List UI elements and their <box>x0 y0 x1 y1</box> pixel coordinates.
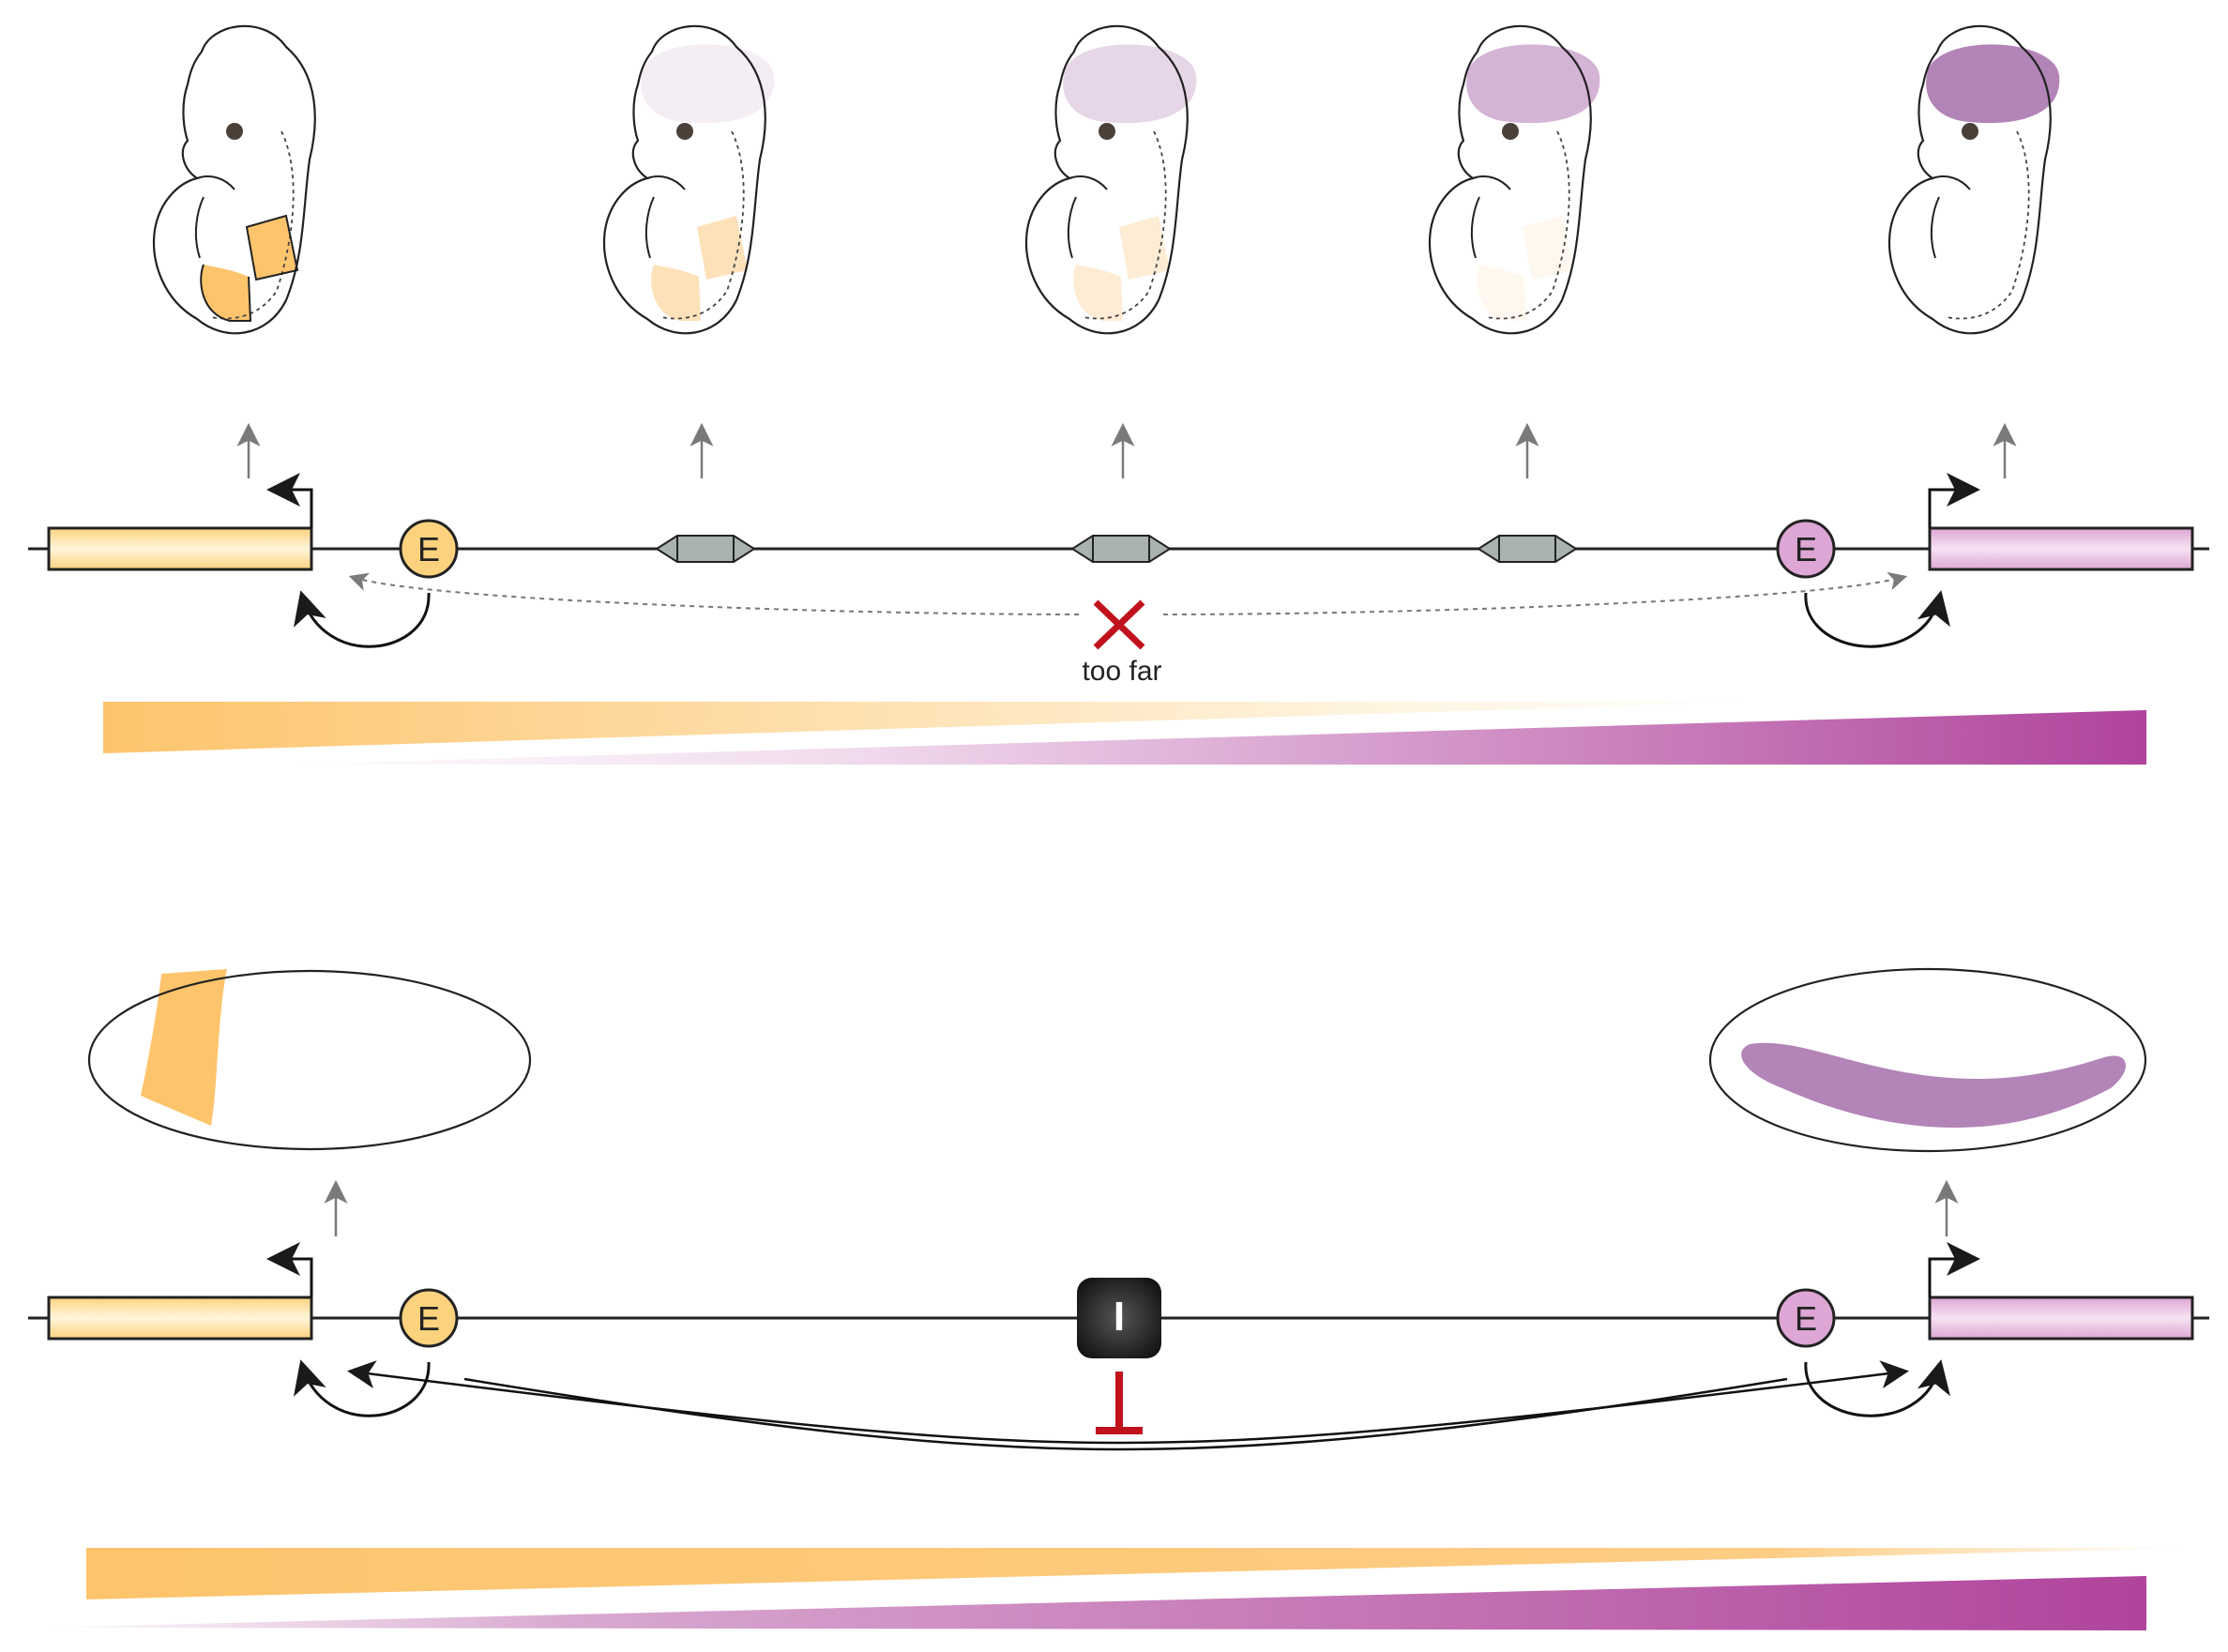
fly-embryo-right <box>1708 967 2147 1153</box>
svg-text:E: E <box>417 530 440 568</box>
embryo-2 <box>602 24 775 335</box>
loop-arrow-right-top <box>1804 590 1950 648</box>
gene-right-top <box>1928 526 2194 571</box>
ctcf-site-2 <box>1070 535 1172 563</box>
gene-left-bottom <box>47 1296 313 1341</box>
top-panel: E E too far <box>28 24 2209 765</box>
ctcf-site-3 <box>1477 535 1578 563</box>
promoter-arrow-left-top <box>266 473 313 528</box>
embryo-5 <box>1887 24 2060 335</box>
too-far-label: too far <box>1082 656 1161 687</box>
long-range-dotted-right <box>1162 571 1908 615</box>
gradient-purple-bottom <box>38 1576 2146 1630</box>
gene-right-bottom <box>1928 1296 2194 1341</box>
embryo-1 <box>152 24 316 335</box>
svg-text:I: I <box>1114 1294 1125 1340</box>
gene-left-top <box>47 526 313 571</box>
ctcf-site-1 <box>655 535 756 563</box>
embryo-4 <box>1428 24 1600 335</box>
loop-arrow-left-bottom <box>294 1359 431 1417</box>
long-range-dotted-left <box>348 572 1080 615</box>
bottom-panel: E E I <box>28 967 2209 1630</box>
fly-embryo-left <box>87 969 532 1151</box>
svg-text:E: E <box>1795 530 1817 568</box>
enhancer-right-top: E <box>1776 519 1836 579</box>
loop-arrow-left-top <box>294 590 431 648</box>
enhancer-left-bottom: E <box>399 1288 459 1348</box>
embryo-3 <box>1024 24 1197 335</box>
gradient-yellow-top <box>103 702 1764 753</box>
svg-text:E: E <box>417 1299 440 1338</box>
gradient-yellow-bottom <box>86 1548 2195 1599</box>
insulator-block-symbol <box>1096 1372 1143 1434</box>
enhancer-right-bottom: E <box>1776 1288 1836 1348</box>
expression-arrows <box>236 422 2017 478</box>
promoter-arrow-left-bottom <box>266 1242 313 1297</box>
gradient-purple-top <box>281 710 2146 765</box>
loop-arrow-right-bottom <box>1804 1359 1950 1417</box>
expression-arrows-bottom <box>324 1179 1959 1236</box>
blocked-cross <box>1093 599 1145 650</box>
insulator: I <box>1077 1278 1161 1358</box>
svg-text:E: E <box>1795 1299 1817 1338</box>
long-range-blocked-arrows <box>347 1360 1909 1451</box>
promoter-arrow-right-bottom <box>1928 1242 1980 1297</box>
promoter-arrow-right-top <box>1928 473 1980 528</box>
enhancer-left-top: E <box>399 519 459 579</box>
